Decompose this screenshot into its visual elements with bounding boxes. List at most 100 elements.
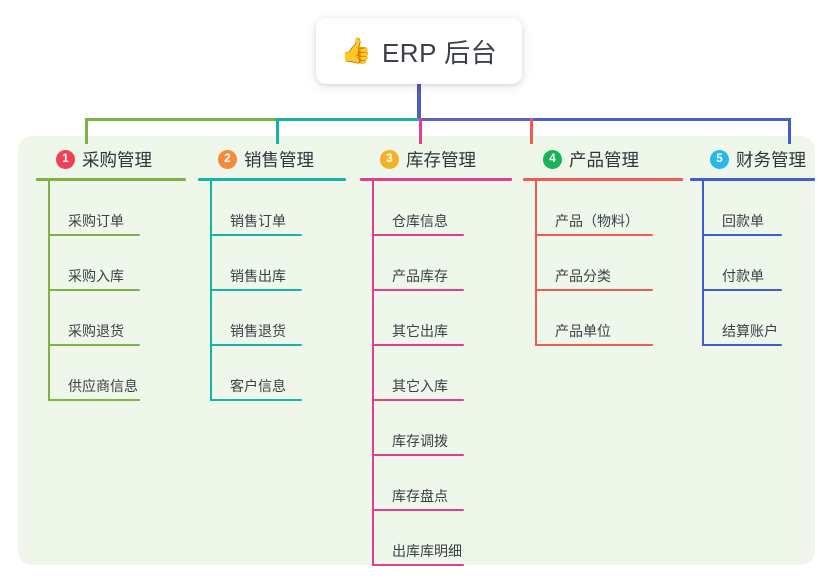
list-item-rule [702,289,782,291]
branch-items-5: 回款单付款单结算账户 [690,181,825,346]
branch-drop-5 [788,118,791,144]
branch-badge-3: 3 [380,149,399,169]
list-item-label: 采购订单 [68,213,124,229]
list-item-rule [210,344,302,346]
list-item-label: 供应商信息 [68,378,138,394]
list-item-rule [372,289,464,291]
list-item-label: 采购入库 [68,268,124,284]
list-item-label: 其它入库 [392,378,448,394]
branch-badge-1: 1 [56,149,75,169]
list-item-label: 销售订单 [230,213,286,229]
root-node-erp-backend[interactable]: 👍 ERP 后台 [316,18,522,84]
list-item-rule [48,234,140,236]
list-item[interactable]: 产品分类 [523,236,693,291]
branch-spine-1 [48,181,50,401]
list-item-label: 库存盘点 [392,488,448,504]
branch-items-2: 销售订单销售出库销售退货客户信息 [198,181,356,401]
list-item-label: 结算账户 [722,323,778,339]
list-item-label: 产品分类 [555,268,611,284]
branch-header-rule-1 [36,178,186,181]
branch-title-5: 财务管理 [736,149,806,170]
list-item-rule [372,234,464,236]
branch-items-3: 仓库信息产品库存其它出库其它入库库存调拨库存盘点出库库明细 [360,181,522,566]
list-item-rule [48,344,140,346]
list-item[interactable]: 出库库明细 [360,511,522,566]
branch-spine-2 [210,181,212,401]
list-item[interactable]: 其它出库 [360,291,522,346]
list-item[interactable]: 供应商信息 [36,346,196,401]
branch-spine-3 [372,181,374,566]
branch-title-2: 销售管理 [244,149,314,170]
list-item[interactable]: 其它入库 [360,346,522,401]
root-stem-connector [417,84,421,121]
list-item-rule [210,399,302,401]
list-item[interactable]: 仓库信息 [360,181,522,236]
list-item-rule [210,234,302,236]
list-item[interactable]: 付款单 [690,236,825,291]
list-item-label: 回款单 [722,213,764,229]
list-item-label: 库存调拨 [392,433,448,449]
list-item-rule [48,289,140,291]
list-item-label: 产品库存 [392,268,448,284]
thumbs-up-icon: 👍 [340,36,372,65]
branch-drop-4 [530,118,533,144]
list-item-rule [372,399,464,401]
branch-drop-2 [276,118,279,144]
list-item[interactable]: 产品单位 [523,291,693,346]
branch-header-4[interactable]: 4 产品管理 [523,146,693,172]
branch-header-rule-3 [360,178,512,181]
list-item[interactable]: 结算账户 [690,291,825,346]
branch-title-3: 库存管理 [406,149,476,170]
list-item-rule [535,344,653,346]
list-item-label: 其它出库 [392,323,448,339]
list-item-label: 付款单 [722,268,764,284]
list-item[interactable]: 回款单 [690,181,825,236]
branch-header-3[interactable]: 3 库存管理 [360,146,522,172]
list-item-label: 销售退货 [230,323,286,339]
list-item-rule [702,344,782,346]
list-item[interactable]: 产品（物料） [523,181,693,236]
branch-items-1: 采购订单采购入库采购退货供应商信息 [36,181,196,401]
list-item[interactable]: 产品库存 [360,236,522,291]
list-item-label: 产品（物料） [555,213,639,229]
list-item[interactable]: 库存调拨 [360,401,522,456]
list-item[interactable]: 采购退货 [36,291,196,346]
bus-segment-3 [419,118,533,121]
branch-drop-1 [85,118,88,144]
bus-segment-4 [530,118,791,121]
list-item-rule [702,234,782,236]
list-item-rule [372,454,464,456]
list-item-rule [535,234,653,236]
bus-segment-1 [85,118,279,121]
list-item-rule [372,344,464,346]
branch-header-rule-2 [198,178,346,181]
diagram-panel [18,136,815,565]
list-item[interactable]: 采购订单 [36,181,196,236]
branch-header-rule-4 [523,178,683,181]
list-item-rule [535,289,653,291]
branch-drop-3 [419,118,422,144]
branch-badge-4: 4 [543,149,562,169]
list-item[interactable]: 采购入库 [36,236,196,291]
root-node-title: ERP 后台 [381,37,498,68]
list-item-label: 出库库明细 [392,543,462,559]
branch-badge-5: 5 [710,149,729,169]
list-item[interactable]: 销售退货 [198,291,356,346]
branch-column-1: 1 采购管理采购订单采购入库采购退货供应商信息 [36,146,196,401]
branch-spine-4 [535,181,537,346]
list-item[interactable]: 销售订单 [198,181,356,236]
branch-title-4: 产品管理 [569,149,639,170]
branch-header-5[interactable]: 5 财务管理 [690,146,825,172]
list-item[interactable]: 销售出库 [198,236,356,291]
list-item[interactable]: 客户信息 [198,346,356,401]
branch-column-5: 5 财务管理回款单付款单结算账户 [690,146,825,346]
branch-header-rule-5 [690,178,815,181]
branch-title-1: 采购管理 [82,149,152,170]
list-item-rule [372,564,464,566]
branch-column-4: 4 产品管理产品（物料） 产品分类产品单位 [523,146,693,346]
list-item[interactable]: 库存盘点 [360,456,522,511]
branch-header-1[interactable]: 1 采购管理 [36,146,196,172]
branch-column-3: 3 库存管理仓库信息产品库存其它出库其它入库库存调拨库存盘点出库库明细 [360,146,522,566]
